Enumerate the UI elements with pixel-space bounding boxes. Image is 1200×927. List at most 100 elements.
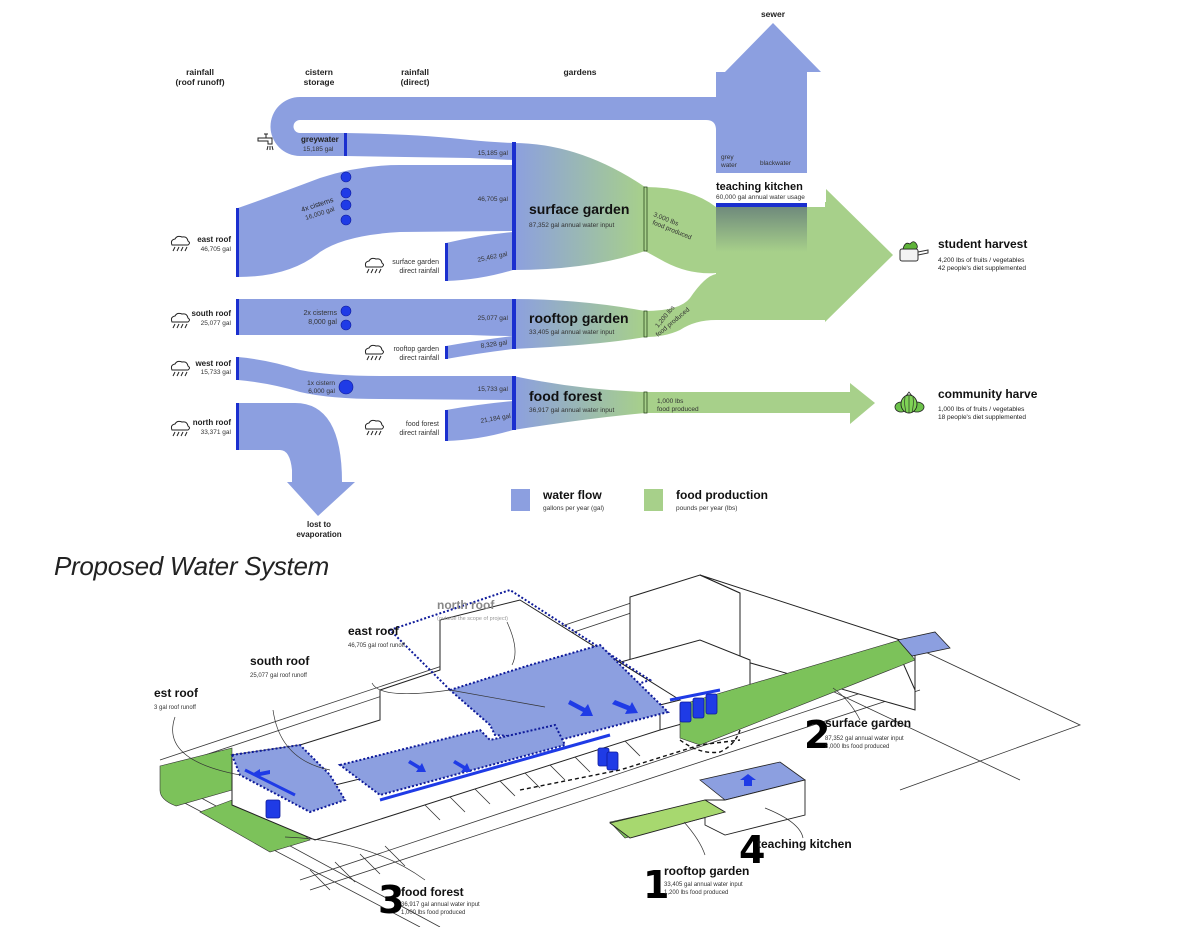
callout-surface-garden: 2 surface garden 87,352 gal annual water… (804, 713, 911, 757)
south-roof-title: south roof (250, 654, 310, 668)
teaching-kitchen-building (704, 779, 806, 836)
node-south-roof (236, 299, 239, 335)
west-roof-flow (238, 357, 513, 400)
north-roof-label: north roof (193, 418, 232, 427)
header-rainfall-direct: rainfall (401, 67, 429, 77)
evaporation-label-2: evaporation (296, 530, 341, 539)
east-roof-value: 46,705 gal (201, 246, 232, 253)
north-roof-title: north roof (437, 598, 495, 612)
source-east-roof: east roof 46,705 gal (170, 235, 232, 253)
cistern-tanks (265, 693, 718, 819)
cistern-tank (705, 693, 718, 715)
surface-garden-sub: 87,352 gal annual water input (529, 222, 614, 229)
arrow-icon (568, 700, 593, 716)
leader-lines (172, 621, 861, 881)
callout-line1: 33,405 gal annual water input (664, 882, 743, 888)
kitchen-grey-label: grey (721, 154, 734, 161)
rain-cloud-icon (170, 312, 190, 329)
greywater-value: 15,185 gal (303, 146, 334, 153)
node-west-roof (236, 357, 239, 380)
callout-title: rooftop garden (664, 864, 749, 878)
west-cistern-label: 1x cistern (307, 380, 335, 387)
header-cistern-sub: storage (304, 77, 335, 87)
greywater-label: greywater (301, 135, 339, 144)
student-harvest-line1: 4,200 lbs of fruits / vegetables (938, 257, 1025, 264)
south-in-value: 25,077 gal (478, 315, 509, 322)
greywater-loop-flow (270, 97, 740, 170)
south-roof-flow (238, 299, 513, 336)
legend-food-sub: pounds per year (lbs) (676, 505, 737, 512)
kitchen-water-overlay (716, 207, 807, 252)
node-rooftop-food (643, 310, 648, 338)
west-roof-label: west roof (194, 359, 231, 368)
food-forest-title: food forest (529, 388, 602, 404)
east-roof-flow (238, 165, 513, 277)
vegetables-icon (894, 391, 925, 414)
east-roof-sub: 46,705 gal roof runoff (348, 643, 405, 649)
callout-number: 3 (378, 878, 404, 922)
header-sewer: sewer (761, 9, 786, 19)
forest-direct-rainfall-flow (446, 401, 513, 441)
surface-garden-title: surface garden (529, 201, 629, 217)
surface-garden-body (513, 143, 645, 270)
legend-food-title: food production (676, 488, 768, 502)
forest-direct-label-2: direct rainfall (399, 430, 439, 437)
rooftop-food-flow (645, 274, 716, 337)
callout-title: food forest (401, 885, 464, 899)
rooftop-garden-title: rooftop garden (529, 310, 629, 326)
west-cistern-capacity: 6,000 gal (308, 388, 335, 395)
rain-cloud-icon (170, 360, 190, 377)
east-roof-title: east roof (348, 624, 400, 638)
sewer-arrow (716, 23, 821, 173)
kitchen-sub: 60,000 gal annual water usage (716, 194, 805, 201)
forest-food-value: 1,000 lbs (657, 398, 684, 405)
community-harvest-line1: 1,000 lbs of fruits / vegetables (938, 406, 1025, 413)
node-north-roof (236, 403, 239, 450)
north-roof-sub: (outside the scope of project) (437, 616, 508, 622)
node-surface-direct (445, 243, 448, 281)
header-cistern: cistern (305, 67, 333, 77)
rooftop-direct-label: rooftop garden (393, 346, 439, 353)
gutters (244, 688, 721, 802)
callout-number: 1 (643, 863, 669, 907)
cistern-east-3 (340, 199, 352, 211)
northeast-canopy-roof (897, 631, 951, 657)
rain-cloud-icon (170, 420, 190, 437)
callout-line1: 36,917 gal annual water input (401, 902, 480, 908)
node-kitchen (716, 203, 807, 207)
rooftop-direct-value: 8,328 gal (480, 339, 508, 350)
evaporation-arrow (238, 403, 355, 516)
node-east-roof (236, 208, 239, 277)
node-rooftop-direct (445, 346, 448, 359)
student-harvest-title: student harvest (938, 237, 1027, 251)
surface-direct-label-2: direct rainfall (399, 268, 439, 275)
callout-number: 2 (804, 713, 830, 757)
kitchen-title: teaching kitchen (716, 181, 803, 193)
west-in-value: 15,733 gal (478, 386, 509, 393)
rooftop-direct-rainfall-flow (446, 336, 513, 359)
rain-cloud-icon (170, 235, 190, 252)
student-harvest-line2: 42 people's diet supplemented (938, 265, 1026, 272)
rooftop-garden-bed (608, 799, 727, 839)
kitchen-grey-label-2: water (720, 162, 738, 169)
cistern-tank (597, 747, 610, 767)
faucet-icon (257, 133, 274, 151)
callout-teaching-kitchen: 4 teaching kitchen (739, 828, 852, 872)
south-cisterns-label: 2x cisterns (304, 310, 338, 317)
main-building (230, 599, 682, 841)
cistern-east-2 (340, 187, 352, 199)
callout-title: teaching kitchen (757, 837, 852, 851)
cistern-tank (679, 701, 692, 723)
callout-title: surface garden (825, 716, 911, 730)
column-headers: rainfall (roof runoff) cistern storage r… (175, 9, 785, 87)
source-north-roof: north roof 33,371 gal (170, 418, 232, 437)
kitchen-black-label: blackwater (760, 160, 792, 167)
roof-flow-arrows (252, 700, 756, 786)
south-roof-label: south roof (191, 309, 231, 318)
greywater-flow (345, 133, 513, 160)
cistern-south-2 (340, 319, 352, 331)
kitchen-white-mask (714, 174, 826, 202)
arrow-icon (252, 769, 270, 779)
legend-food-swatch (644, 489, 663, 511)
arrow-icon (408, 760, 426, 772)
